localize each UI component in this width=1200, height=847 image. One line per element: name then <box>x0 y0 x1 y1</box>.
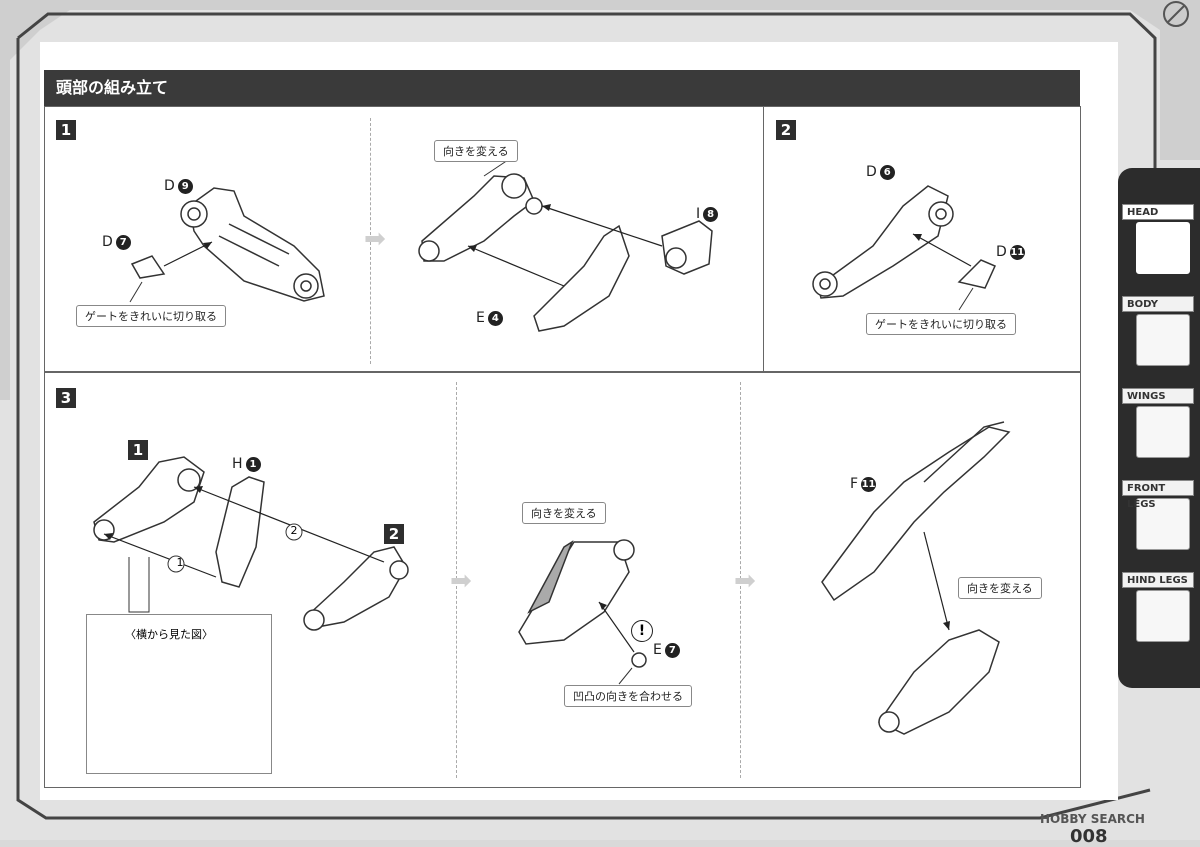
part-letter: D <box>866 164 877 180</box>
tab-hind-legs-label: HIND LEGS <box>1122 572 1194 588</box>
callout-turn-around-2: 向きを変える <box>522 502 606 524</box>
watermark: HOBBY SEARCH <box>1040 812 1145 826</box>
part-number-badge: 6 <box>879 165 895 180</box>
callout-cut-gate-1: ゲートをきれいに切り取る <box>76 305 226 327</box>
part-e4-drawing <box>533 224 630 332</box>
part-letter: F <box>850 476 859 492</box>
part-number-badge: 1 <box>245 457 261 472</box>
tab-head[interactable]: HEAD <box>1122 204 1194 274</box>
assembly-line-e4 <box>467 245 565 287</box>
frame-d6-drawing <box>812 185 954 299</box>
step-2-number: 2 <box>776 120 796 140</box>
step-2-parts-illustration <box>812 185 996 311</box>
assembled-head-turned <box>518 539 635 645</box>
small-part-e7-drawing <box>631 652 647 668</box>
part-number-badge: 7 <box>664 643 680 658</box>
part-letter: I <box>696 206 701 222</box>
frame-d9-drawing <box>180 187 325 302</box>
tab-wings-label: WINGS <box>1122 388 1194 404</box>
tab-body-label: BODY <box>1122 296 1194 312</box>
part-letter: D <box>102 234 113 250</box>
front-legs-icon <box>1136 498 1190 550</box>
part-f11-drawing <box>821 421 1011 602</box>
tab-front-legs[interactable]: FRONT LEGS <box>1122 480 1194 550</box>
part-h1-drawing <box>215 476 265 588</box>
step-1-panel <box>44 106 764 372</box>
tab-hind-legs[interactable]: HIND LEGS <box>1122 572 1194 642</box>
part-number-badge: 8 <box>703 207 719 222</box>
frame-assembled-drawing <box>418 173 543 262</box>
assembly-line-f11 <box>923 531 950 631</box>
part-letter: E <box>653 642 662 658</box>
section-title: 頭部の組み立て <box>44 70 1080 106</box>
step-1-parts-illustration <box>129 155 713 332</box>
frame-from-step-2 <box>303 546 409 631</box>
part-letter: H <box>232 456 243 472</box>
part-number-badge: 9 <box>177 179 193 194</box>
reference-step-1: 1 <box>128 440 148 460</box>
part-i8-drawing <box>661 220 713 275</box>
step-3-flow-arrow-a: ➡ <box>450 566 472 596</box>
tab-body[interactable]: BODY <box>1122 296 1194 366</box>
part-letter: D <box>996 244 1007 260</box>
assembly-line-d11 <box>912 233 972 267</box>
callout-turn-around-1: 向きを変える <box>434 140 518 162</box>
tab-head-label: HEAD <box>1122 204 1194 220</box>
side-view-inset <box>86 614 272 774</box>
tab-front-legs-label: FRONT LEGS <box>1122 480 1194 510</box>
callout-align-notch: 凹凸の向きを合わせる <box>564 685 692 707</box>
part-number-badge: 4 <box>487 311 503 326</box>
small-part-d11-drawing <box>957 259 996 289</box>
step-1-flow-arrow: ➡ <box>364 224 386 254</box>
step-1-divider <box>370 118 371 364</box>
assembly-line-d7 <box>163 241 213 267</box>
wings-icon <box>1136 406 1190 458</box>
tab-wings[interactable]: WINGS <box>1122 388 1194 458</box>
assembly-line-order-2 <box>193 486 385 563</box>
callout-turn-around-3: 向きを変える <box>958 577 1042 599</box>
order-marker-1: 1 <box>176 556 184 569</box>
step-3-flow-arrow-b: ➡ <box>734 566 756 596</box>
assembly-line-order-1 <box>103 533 217 578</box>
small-part-d7-drawing <box>130 255 166 279</box>
part-number-badge: 11 <box>1009 245 1025 260</box>
order-marker-2: 2 <box>290 524 298 537</box>
step-3-divider-b <box>740 382 741 778</box>
side-view-title: 〈横から見た図〉 <box>125 628 213 641</box>
part-number-badge: 7 <box>115 235 131 250</box>
hind-legs-icon <box>1136 590 1190 642</box>
head-assembly-drawing <box>877 629 1000 735</box>
page-number: 008 <box>1070 826 1108 847</box>
assembled-frame-from-step-1 <box>93 456 205 543</box>
body-icon <box>1136 314 1190 366</box>
step-1-number: 1 <box>56 120 76 140</box>
part-number-badge: 11 <box>861 477 877 492</box>
assembly-line-i8 <box>541 205 663 247</box>
step-3-divider-a <box>456 382 457 778</box>
part-letter: E <box>476 310 485 326</box>
callout-cut-gate-2: ゲートをきれいに切り取る <box>866 313 1016 335</box>
step-3-number: 3 <box>56 388 76 408</box>
part-letter: D <box>164 178 175 194</box>
head-icon <box>1136 222 1190 274</box>
caution-icon: ! <box>631 620 653 642</box>
reference-step-2: 2 <box>384 524 404 544</box>
